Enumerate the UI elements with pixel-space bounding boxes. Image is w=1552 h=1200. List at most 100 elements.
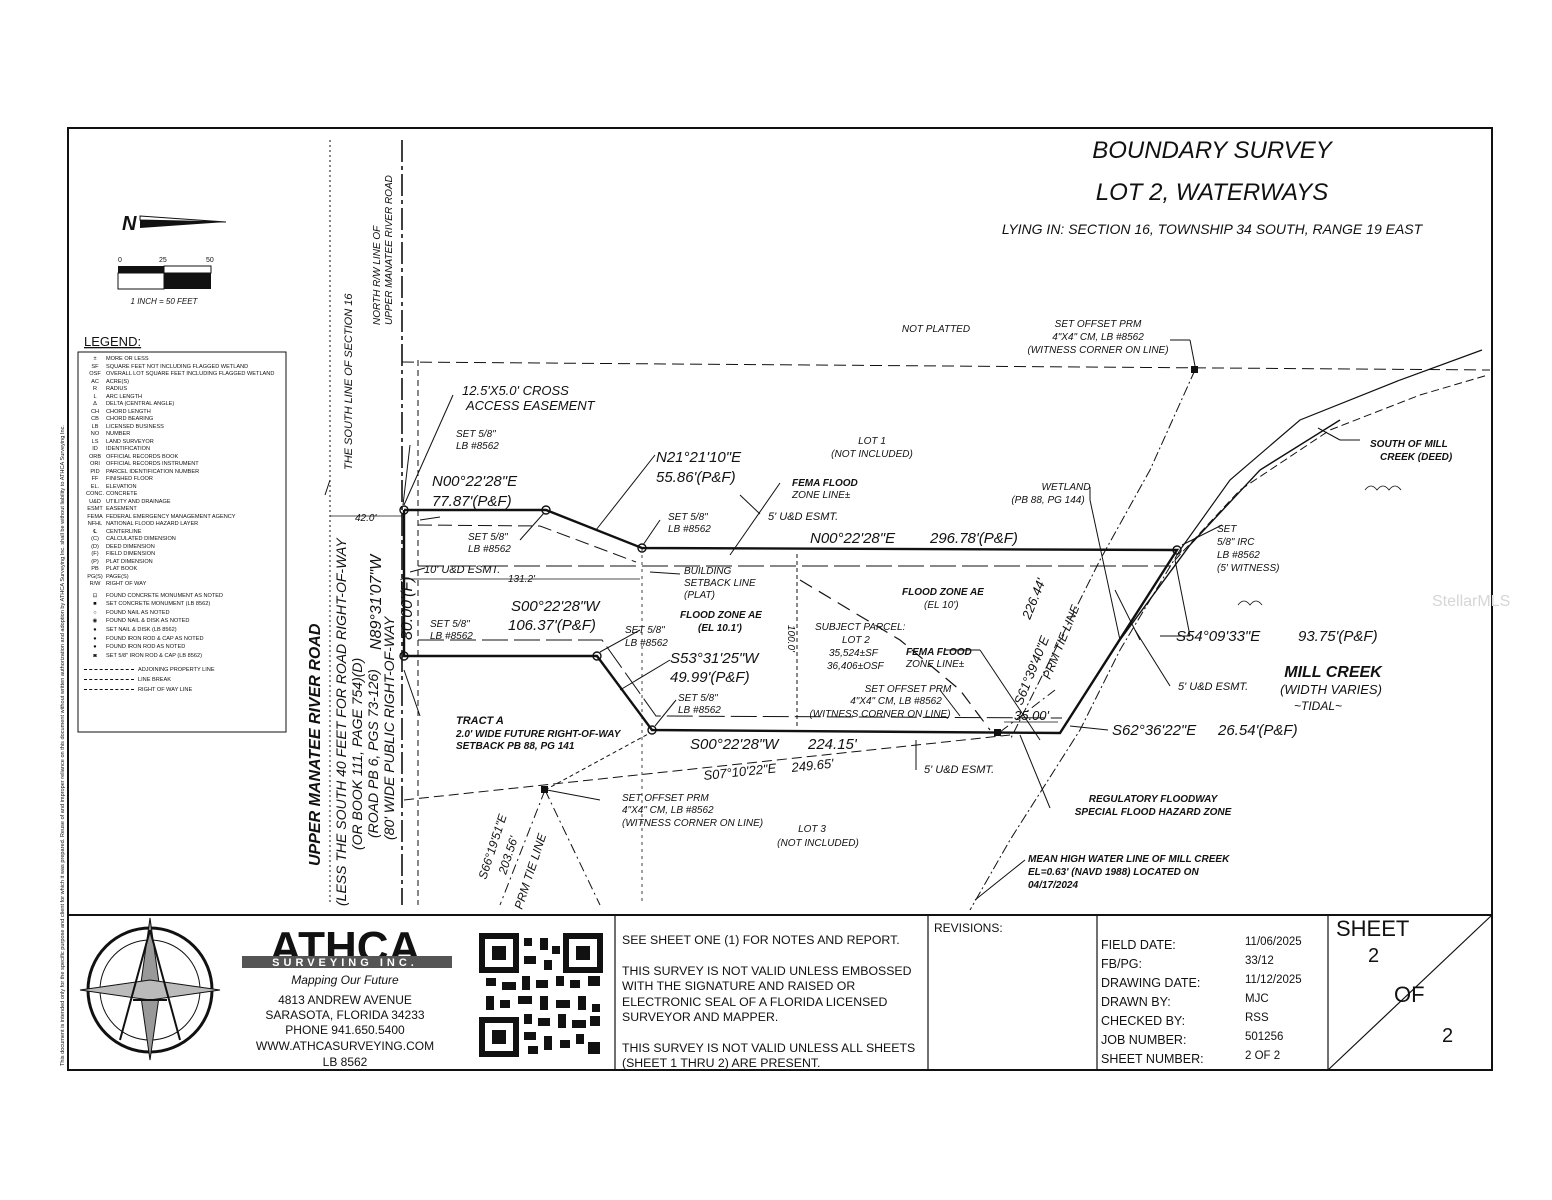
legend-abbr: ESMT [87, 506, 103, 512]
svg-text:S00°22'28"W: S00°22'28"W [690, 736, 780, 753]
svg-text:S00°22'28"W: S00°22'28"W [511, 598, 601, 615]
legend-desc: CHORD LENGTH [106, 408, 151, 415]
iron-rod-marker [647, 725, 657, 735]
svg-text:SETBACK PB 88, PG 141: SETBACK PB 88, PG 141 [456, 741, 575, 752]
svg-text:25: 25 [159, 257, 167, 264]
svg-text:ACCESS EASEMENT: ACCESS EASEMENT [465, 398, 596, 413]
drawing-border [67, 127, 1493, 1071]
svg-text:S53°31'25"W: S53°31'25"W [670, 650, 760, 667]
svg-text:36,406±OSF: 36,406±OSF [827, 661, 885, 672]
north-arrow-icon: N [122, 213, 227, 235]
title-location: LYING IN: SECTION 16, TOWNSHIP 34 SOUTH,… [1002, 221, 1424, 237]
legend-desc: DELTA (CENTRAL ANGLE) [106, 401, 175, 407]
iron-rod-marker [399, 505, 409, 515]
info-label: SHEET NUMBER: [1101, 1052, 1204, 1066]
svg-text:~TIDAL~: ~TIDAL~ [1294, 699, 1342, 713]
svg-text:5' U&D ESMT.: 5' U&D ESMT. [1178, 681, 1248, 693]
legend-symbol-icon: ● [93, 635, 97, 642]
legend-symbol-icon: ◙ [93, 652, 97, 659]
legend-desc: SET 5/8" IRON ROD & CAP (LB 8562) [106, 652, 202, 659]
legend-desc: CENTERLINE [106, 528, 142, 535]
svg-text:296.78'(P&F): 296.78'(P&F) [929, 530, 1018, 547]
road-note1: (LESS THE SOUTH 40 FEET FOR ROAD RIGHT-O… [333, 537, 349, 906]
legend-desc: RIGHT OF WAY LINE [138, 687, 193, 694]
svg-text:FLOOD ZONE AE: FLOOD ZONE AE [680, 610, 762, 621]
legend-desc: CALCULATED DIMENSION [106, 536, 176, 542]
legend-desc: SQUARE FEET NOT INCLUDING FLAGGED WETLAN… [106, 363, 249, 370]
legend-abbr: NFHL [87, 521, 103, 527]
info-value: 2 OF 2 [1245, 1050, 1281, 1062]
legend-abbr: ± [93, 356, 97, 362]
svg-text:4813 ANDREW AVENUE: 4813 ANDREW AVENUE [278, 993, 412, 1007]
svg-text:SARASOTA, FLORIDA 34233: SARASOTA, FLORIDA 34233 [265, 1008, 425, 1022]
legend-item: EL.ELEVATION [84, 484, 137, 490]
info-label: DRAWN BY: [1101, 995, 1171, 1009]
legend-desc: DEED DIMENSION [106, 543, 155, 550]
svg-text:106.37'(P&F): 106.37'(P&F) [508, 617, 596, 634]
qr-code-icon[interactable] [479, 933, 603, 1057]
note-2: THIS SURVEY IS NOT VALID UNLESS EMBOSSED… [622, 963, 912, 1025]
legend-abbr: ORB [88, 453, 102, 460]
road-note4: (80' WIDE PUBLIC RIGHT-OF-WAY [381, 615, 397, 840]
svg-text:26.54'(P&F): 26.54'(P&F) [1217, 722, 1298, 739]
svg-text:LB #8562: LB #8562 [625, 638, 668, 649]
legend-abbr: OSF [89, 371, 101, 377]
svg-text:35,524±SF: 35,524±SF [829, 648, 879, 659]
legend-desc: LAND SURVEYOR [106, 438, 154, 445]
legend-item: (F)FIELD DIMENSION [84, 551, 155, 557]
title-line1: BOUNDARY SURVEY [1092, 137, 1334, 164]
svg-text:(EL 10.1'): (EL 10.1') [698, 623, 743, 634]
legend-desc: SET NAIL & DISK (LB 8562) [106, 626, 177, 633]
svg-text:(WITNESS CORNER ON LINE): (WITNESS CORNER ON LINE) [622, 818, 763, 829]
legend-symbol-item: ■SET CONCRETE MONUMENT (LB 8562) [84, 601, 210, 607]
legend-desc: PLAT DIMENSION [106, 558, 153, 565]
iron-rod-marker [399, 651, 409, 661]
legend-item: (P)PLAT DIMENSION [84, 558, 153, 565]
legend-symbol-item: ● FOUND IRON ROD AS NOTED [84, 644, 185, 650]
info-value: 11/06/2025 [1245, 936, 1302, 948]
svg-text:LB 8562: LB 8562 [323, 1055, 368, 1069]
svg-text:(WITNESS CORNER ON LINE): (WITNESS CORNER ON LINE) [809, 709, 950, 720]
legend-symbol-item: ●FOUND IRON ROD & CAP AS NOTED [84, 635, 203, 642]
svg-text:LOT 3: LOT 3 [798, 824, 826, 835]
scale-bar: 0 25 50 1 INCH = 50 FEET [117, 257, 214, 306]
svg-text:FLOOD ZONE AE: FLOOD ZONE AE [902, 587, 984, 598]
svg-text:55.86'(P&F): 55.86'(P&F) [656, 469, 736, 486]
svg-text:UPPER MANATEE RIVER ROAD: UPPER MANATEE RIVER ROAD [384, 175, 395, 325]
svg-text:WETLAND: WETLAND [1042, 482, 1091, 493]
svg-text:REGULATORY FLOODWAY: REGULATORY FLOODWAY [1089, 794, 1219, 805]
legend-item: ℄CENTERLINE [84, 529, 141, 535]
svg-text:(WIDTH VARIES): (WIDTH VARIES) [1280, 682, 1382, 697]
sheet-word: SHEET [1336, 916, 1409, 941]
legend-desc: FOUND IRON ROD AS NOTED [106, 644, 186, 651]
legend-abbr: FEMA [87, 513, 103, 520]
legend-line-item: RIGHT OF WAY LINE [84, 687, 192, 693]
info-label: FIELD DATE: [1101, 938, 1176, 952]
legend-symbol-icon: ● [93, 644, 97, 651]
svg-text:BUILDING: BUILDING [684, 566, 731, 577]
legend-desc: SET CONCRETE MONUMENT (LB 8562) [106, 601, 211, 608]
legend-desc: FOUND NAIL AS NOTED [106, 609, 170, 616]
legend-item: ±MORE OR LESS [84, 356, 148, 362]
svg-text:LB #8562: LB #8562 [668, 524, 711, 535]
svg-text:SET 5/8": SET 5/8" [430, 619, 470, 630]
svg-text:LB #8562: LB #8562 [1217, 550, 1260, 561]
info-label: FB/PG: [1101, 957, 1142, 971]
svg-text:SET 5/8": SET 5/8" [678, 693, 718, 704]
svg-text:SET OFFSET PRM: SET OFFSET PRM [622, 793, 709, 804]
legend-desc: ACRE(S) [106, 378, 129, 385]
legend-abbr: ID [92, 446, 98, 452]
note-3: THIS SURVEY IS NOT VALID UNLESS ALL SHEE… [622, 1040, 916, 1071]
svg-text:226.44': 226.44' [1018, 576, 1048, 622]
svg-text:(NOT INCLUDED): (NOT INCLUDED) [831, 449, 913, 460]
legend-abbr: ORI [90, 461, 100, 467]
legend-abbr: (F) [91, 551, 99, 557]
